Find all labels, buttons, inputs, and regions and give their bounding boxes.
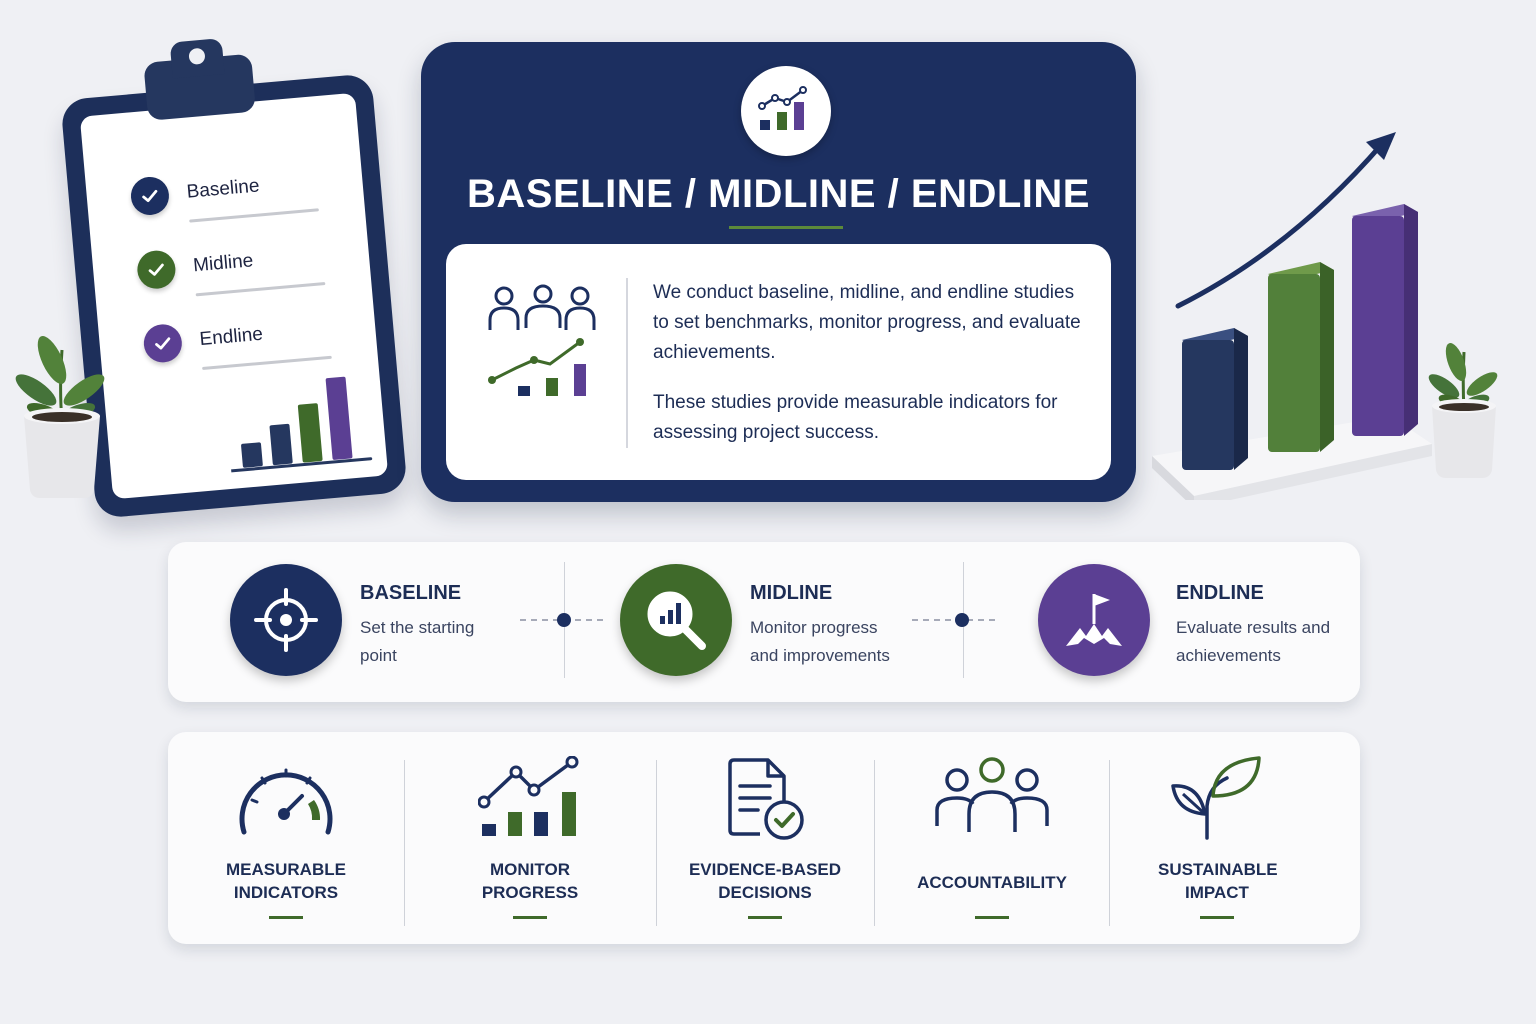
benefit-measurable-indicators: MEASURABLE INDICATORS — [168, 732, 404, 944]
check-icon — [129, 175, 171, 217]
phase-description: Set the starting point — [360, 618, 475, 665]
benefit-accountability: ACCOUNTABILITY — [875, 732, 1109, 944]
potted-plant-icon — [15, 336, 105, 498]
benefit-label: ACCOUNTABILITY — [917, 873, 1067, 892]
description-paragraph: We conduct baseline, midline, and endlin… — [653, 282, 1081, 363]
baseline-phase-badge — [230, 564, 342, 676]
benefits-panel: MEASURABLE INDICATORS MONITOR PROGRESS — [168, 732, 1360, 944]
benefit-label: SUSTAINABLE IMPACT — [1158, 860, 1278, 902]
benefit-divider — [656, 760, 657, 926]
team-icon — [935, 757, 1049, 832]
checklist-line — [189, 208, 319, 223]
checklist-item-baseline: Baseline — [129, 167, 261, 217]
phase-description: Monitor progress and improvements — [750, 618, 890, 665]
mini-bar-chart-icon — [229, 376, 373, 473]
benefit-underline — [975, 916, 1009, 919]
sprout-icon — [1171, 756, 1261, 840]
benefit-underline — [513, 916, 547, 919]
phase-connector — [912, 613, 996, 627]
clipboard-paper: Baseline Midline Endline — [79, 92, 389, 500]
checklist-item-midline: Midline — [135, 242, 255, 291]
benefit-divider — [874, 760, 875, 926]
growth-chart-icon — [758, 86, 807, 130]
benefit-underline — [748, 916, 782, 919]
check-icon — [142, 322, 184, 364]
target-crosshair-icon — [254, 588, 318, 652]
benefit-monitor-progress: MONITOR PROGRESS — [405, 732, 655, 944]
endline-phase-badge — [1038, 564, 1150, 676]
phase-title: ENDLINE — [1176, 582, 1264, 604]
midline-phase-badge — [620, 564, 732, 676]
page-title: BASELINE / MIDLINE / ENDLINE — [467, 172, 1090, 216]
benefit-divider — [1109, 760, 1110, 926]
benefit-label: MONITOR PROGRESS — [481, 860, 579, 902]
people-progress-icon — [488, 284, 596, 396]
clipboard-illustration: Baseline Midline Endline — [60, 53, 408, 519]
phase-description: Evaluate results and achievements — [1176, 618, 1331, 665]
benefit-underline — [1200, 916, 1234, 919]
description-paragraph: These studies provide measurable indicat… — [653, 392, 1058, 443]
magnifier-chart-icon — [647, 591, 706, 650]
title-underline — [729, 226, 843, 229]
flag-summit-icon — [1066, 594, 1122, 646]
phase-title: BASELINE — [360, 582, 462, 604]
growth-chart-badge — [741, 66, 831, 156]
clipboard-clip — [143, 53, 256, 121]
benefit-evidence-based-decisions: EVIDENCE-BASED DECISIONS — [657, 732, 873, 944]
benefit-label: MEASURABLE INDICATORS — [226, 860, 346, 902]
benefit-underline — [269, 916, 303, 919]
growth-bars-illustration — [1152, 132, 1432, 500]
check-icon — [135, 249, 177, 291]
benefit-divider — [404, 760, 405, 926]
main-info-card: BASELINE / MIDLINE / ENDLINE We conduct … — [421, 42, 1136, 502]
main-description-box: We conduct baseline, midline, and endlin… — [446, 244, 1111, 480]
checklist-line — [195, 282, 326, 297]
gauge-icon — [239, 768, 333, 835]
document-check-icon — [728, 758, 804, 840]
description-divider — [626, 278, 628, 448]
benefit-label: EVIDENCE-BASED DECISIONS — [688, 860, 842, 902]
checklist-line — [202, 355, 332, 371]
checklist-label: Endline — [198, 323, 264, 351]
phases-panel: BASELINE Set the starting point MIDLINE … — [168, 542, 1360, 702]
line-bar-chart-icon — [478, 756, 579, 836]
phase-connector — [520, 613, 604, 627]
checklist-label: Baseline — [185, 175, 261, 203]
checklist-label: Midline — [192, 250, 255, 277]
benefit-sustainable-impact: SUSTAINABLE IMPACT — [1110, 732, 1324, 944]
potted-plant-icon — [1428, 343, 1498, 478]
checklist-item-endline: Endline — [142, 316, 264, 364]
phase-title: MIDLINE — [750, 582, 833, 604]
